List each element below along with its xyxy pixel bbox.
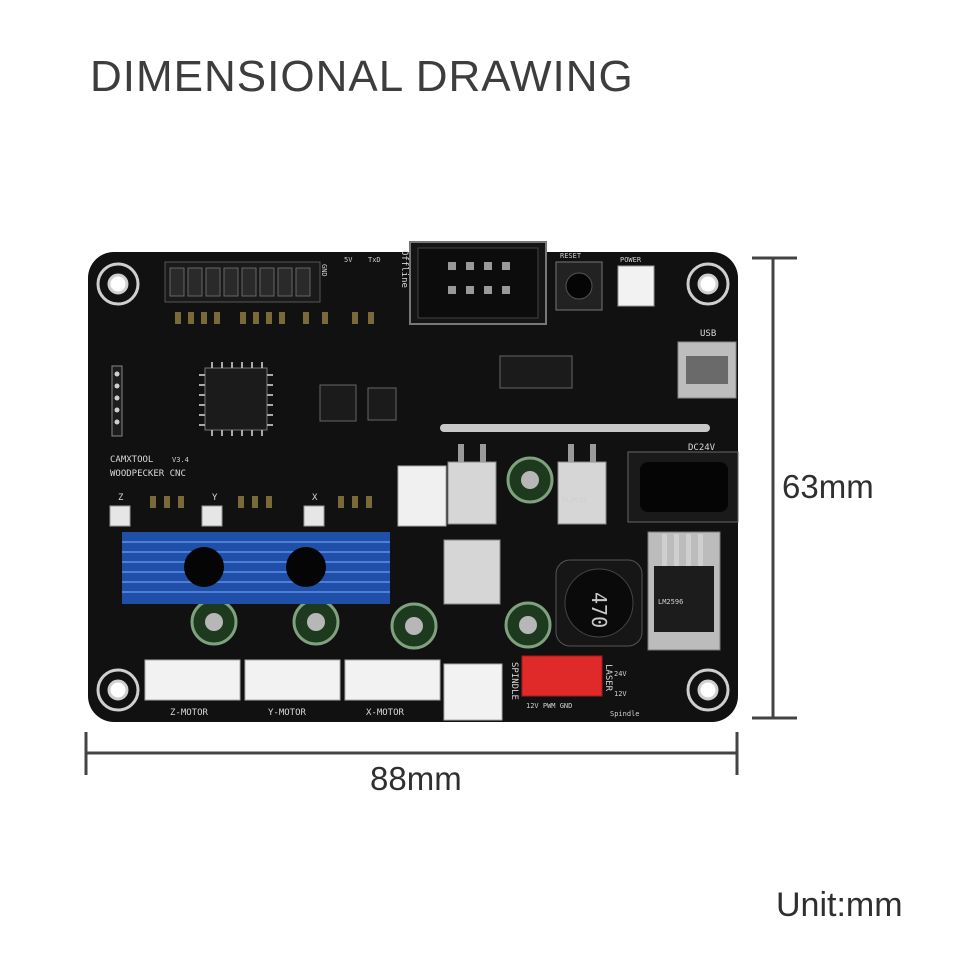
x-motor-label: X-MOTOR	[366, 708, 405, 718]
height-dimension-line	[752, 256, 797, 720]
spindle-small-label: Spindle	[610, 710, 640, 718]
top-pin-header	[164, 261, 321, 303]
unit-label: Unit:mm	[776, 886, 903, 924]
axis-label-y: Y	[212, 493, 218, 503]
axis-label-z: Z	[118, 493, 124, 503]
height-dimension-label: 63mm	[782, 468, 874, 505]
brand-line2: WOODPECKER CNC	[110, 469, 186, 479]
y-motor-label: Y-MOTOR	[268, 708, 307, 718]
driver-chip	[319, 384, 357, 422]
reset-button	[555, 261, 603, 311]
tx-label: TxD	[368, 256, 381, 264]
smd-components	[150, 312, 374, 508]
chip-text: BL8012	[562, 496, 587, 504]
offline-label: Offline	[399, 250, 409, 288]
idc-header	[409, 241, 547, 325]
reset-label: RESET	[560, 252, 582, 260]
page-title: DIMENSIONAL DRAWING	[90, 52, 634, 101]
laser-label: LASER	[603, 664, 613, 692]
laser-pins-label: 12V PWM GND	[526, 702, 572, 710]
mounting-holes	[96, 262, 730, 712]
left-pin-strip	[111, 365, 123, 437]
inductor-text: 470	[587, 592, 611, 628]
bridge-chip	[367, 387, 397, 421]
capacitors	[190, 456, 554, 650]
inductor	[555, 559, 643, 647]
step-down-regulator	[647, 531, 721, 651]
usb-port	[677, 341, 737, 399]
brand-line1: CAMXTOOL	[110, 455, 153, 465]
dc-label: DC24V	[688, 443, 716, 453]
mcu-chip	[199, 362, 273, 436]
usb-serial-chip	[499, 355, 573, 389]
width-dimension-line	[84, 732, 739, 775]
brand-version: V3.4	[172, 456, 189, 464]
silver-strip	[440, 424, 710, 432]
axis-label-x: X	[312, 493, 318, 503]
motor-connectors	[144, 659, 441, 701]
width-dimension-label: 88mm	[370, 760, 462, 797]
power-terminal	[397, 465, 447, 527]
dc-power-jack	[627, 451, 739, 523]
laser-connector	[521, 655, 603, 697]
regulator-leads	[458, 444, 596, 462]
spindle-connector	[443, 663, 503, 721]
v12-label: 12V	[614, 690, 627, 698]
five-v-label: 5V	[344, 256, 353, 264]
v24-label: 24V	[614, 670, 627, 678]
regulators	[443, 461, 607, 605]
heatsink	[122, 532, 390, 604]
z-motor-label: Z-MOTOR	[170, 708, 209, 718]
regulator-text: LM2596	[658, 598, 683, 606]
power-led	[617, 265, 655, 307]
usb-label: USB	[700, 329, 716, 339]
gnd-label: GND	[320, 264, 328, 277]
power-label: POWER	[620, 256, 642, 264]
spindle-label: SPINDLE	[509, 662, 519, 700]
trimmers	[109, 505, 325, 527]
